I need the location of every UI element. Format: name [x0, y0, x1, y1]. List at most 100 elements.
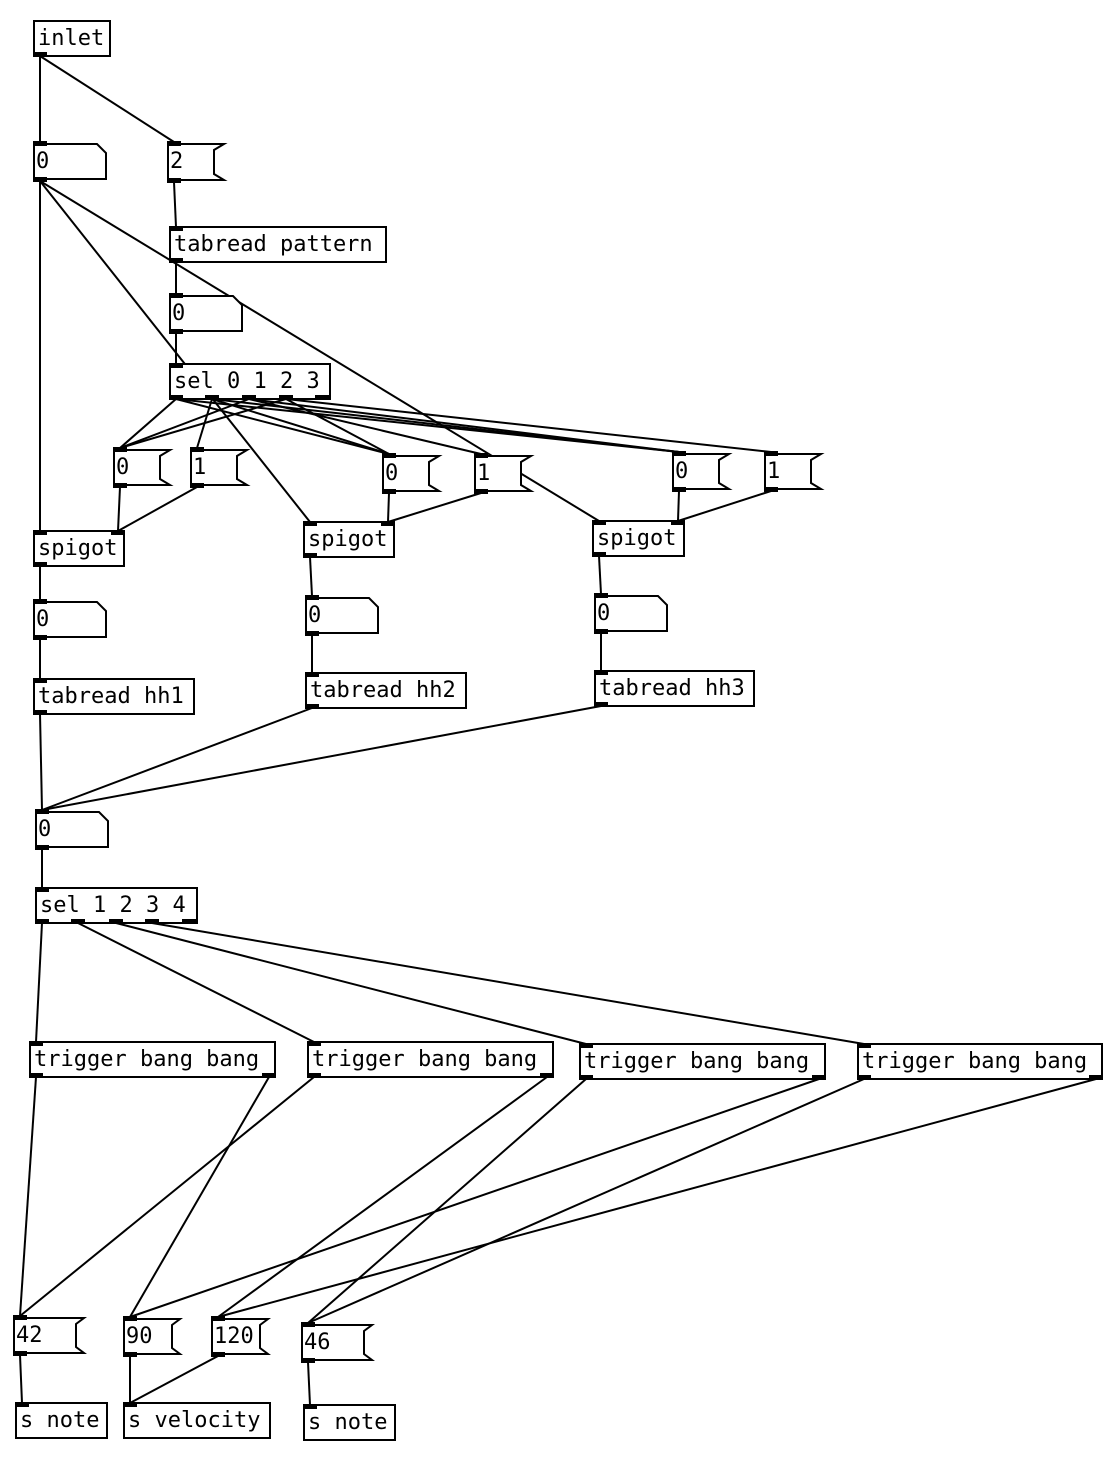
outlet[interactable]	[169, 329, 183, 334]
inlet[interactable]	[857, 1043, 871, 1048]
number-box[interactable]: 0	[35, 809, 109, 850]
outlet[interactable]	[35, 919, 49, 924]
patch-cord[interactable]	[19, 1076, 315, 1317]
message-box[interactable]: 0	[672, 451, 733, 492]
trigger-object[interactable]: trigger bang bang	[857, 1043, 1103, 1080]
tabread-hh2-object[interactable]: tabread hh2	[305, 672, 467, 709]
outlet[interactable]	[109, 919, 123, 924]
outlet[interactable]	[33, 710, 47, 715]
inlet[interactable]	[169, 226, 183, 231]
message-box[interactable]: 42	[13, 1315, 87, 1356]
inlet[interactable]	[579, 1043, 593, 1048]
message-box[interactable]: 1	[764, 451, 825, 492]
patch-cord[interactable]	[307, 1361, 311, 1406]
spigot-object[interactable]: spigot	[592, 520, 685, 557]
outlet[interactable]	[169, 258, 183, 263]
inlet[interactable]	[594, 593, 608, 598]
patch-cord[interactable]	[19, 1354, 23, 1404]
patch-cord[interactable]	[248, 398, 680, 453]
outlet[interactable]	[33, 177, 47, 182]
inlet[interactable]	[307, 1041, 321, 1046]
outlet[interactable]	[33, 635, 47, 640]
outlet[interactable]	[182, 919, 196, 924]
select-object[interactable]: sel 0 1 2 3	[169, 363, 331, 400]
inlet[interactable]	[35, 809, 49, 814]
inlet[interactable]	[123, 1402, 137, 1407]
send-note-object[interactable]: s note	[303, 1404, 396, 1441]
outlet[interactable]	[211, 1352, 225, 1357]
message-box[interactable]: 0	[113, 447, 174, 488]
outlet[interactable]	[29, 1073, 43, 1078]
outlet[interactable]	[167, 178, 181, 183]
spigot-object[interactable]: spigot	[33, 530, 125, 567]
number-box[interactable]: 0	[33, 141, 107, 182]
patch-cord[interactable]	[173, 181, 177, 228]
send-velocity-object[interactable]: s velocity	[123, 1402, 271, 1439]
outlet[interactable]	[145, 919, 159, 924]
tabread-hh1-object[interactable]: tabread hh1	[33, 678, 195, 715]
patch-cord[interactable]	[307, 1078, 865, 1324]
outlet[interactable]	[303, 553, 317, 558]
outlet[interactable]	[812, 1075, 826, 1080]
inlet[interactable]	[764, 451, 778, 456]
outlet[interactable]	[13, 1351, 27, 1356]
patch-cord[interactable]	[129, 1078, 820, 1318]
send-note-object[interactable]: s note	[15, 1402, 108, 1439]
message-box[interactable]: 1	[474, 453, 535, 494]
outlet[interactable]	[242, 395, 256, 400]
message-box[interactable]: 1	[190, 447, 251, 488]
outlet[interactable]	[305, 631, 319, 636]
inlet[interactable]	[474, 453, 488, 458]
inlet[interactable]	[592, 520, 606, 525]
tabread-hh3-object[interactable]: tabread hh3	[594, 670, 755, 707]
inlet[interactable]	[13, 1315, 27, 1320]
inlet[interactable]	[594, 670, 608, 675]
outlet[interactable]	[579, 1075, 593, 1080]
patch-cord[interactable]	[309, 556, 313, 597]
select-object[interactable]: sel 1 2 3 4	[35, 887, 198, 924]
trigger-object[interactable]: trigger bang bang	[579, 1043, 826, 1080]
outlet[interactable]	[540, 1073, 554, 1078]
inlet[interactable]	[303, 521, 317, 526]
outlet[interactable]	[35, 845, 49, 850]
outlet[interactable]	[301, 1358, 315, 1363]
inlet[interactable]	[303, 1404, 317, 1409]
inlet[interactable]	[33, 599, 47, 604]
patch-cord[interactable]	[41, 707, 313, 811]
inlet[interactable]	[35, 887, 49, 892]
inlet[interactable]	[113, 447, 127, 452]
inlet[interactable]	[381, 521, 395, 526]
patch-cord[interactable]	[217, 1078, 1097, 1318]
outlet[interactable]	[764, 487, 778, 492]
inlet[interactable]	[671, 520, 685, 525]
outlet[interactable]	[1089, 1075, 1103, 1080]
patch-cord[interactable]	[307, 1078, 587, 1324]
patch-cord[interactable]	[119, 398, 287, 449]
tabread-pattern-object[interactable]: tabread pattern	[169, 226, 387, 263]
outlet[interactable]	[305, 704, 319, 709]
inlet[interactable]	[305, 672, 319, 677]
patch-cord[interactable]	[35, 922, 43, 1043]
inlet[interactable]	[382, 453, 396, 458]
outlet[interactable]	[672, 487, 686, 492]
outlet[interactable]	[169, 395, 183, 400]
outlet[interactable]	[279, 395, 293, 400]
patch-cord[interactable]	[151, 922, 865, 1045]
number-box[interactable]: 0	[169, 293, 243, 334]
patch-cord[interactable]	[129, 1355, 219, 1404]
inlet[interactable]	[33, 141, 47, 146]
outlet[interactable]	[315, 395, 329, 400]
patch-cord[interactable]	[211, 398, 390, 455]
number-box[interactable]: 0	[594, 593, 668, 634]
message-box[interactable]: 0	[382, 453, 443, 494]
message-box[interactable]: 120	[211, 1316, 271, 1357]
patch-cord[interactable]	[677, 490, 772, 522]
patch-cord[interactable]	[119, 398, 177, 449]
patch-cord[interactable]	[175, 398, 390, 455]
inlet[interactable]	[123, 1316, 137, 1321]
trigger-object[interactable]: trigger bang bang	[307, 1041, 554, 1078]
inlet[interactable]	[301, 1322, 315, 1327]
outlet[interactable]	[71, 919, 85, 924]
inlet[interactable]	[190, 447, 204, 452]
patch-cord[interactable]	[285, 398, 772, 453]
